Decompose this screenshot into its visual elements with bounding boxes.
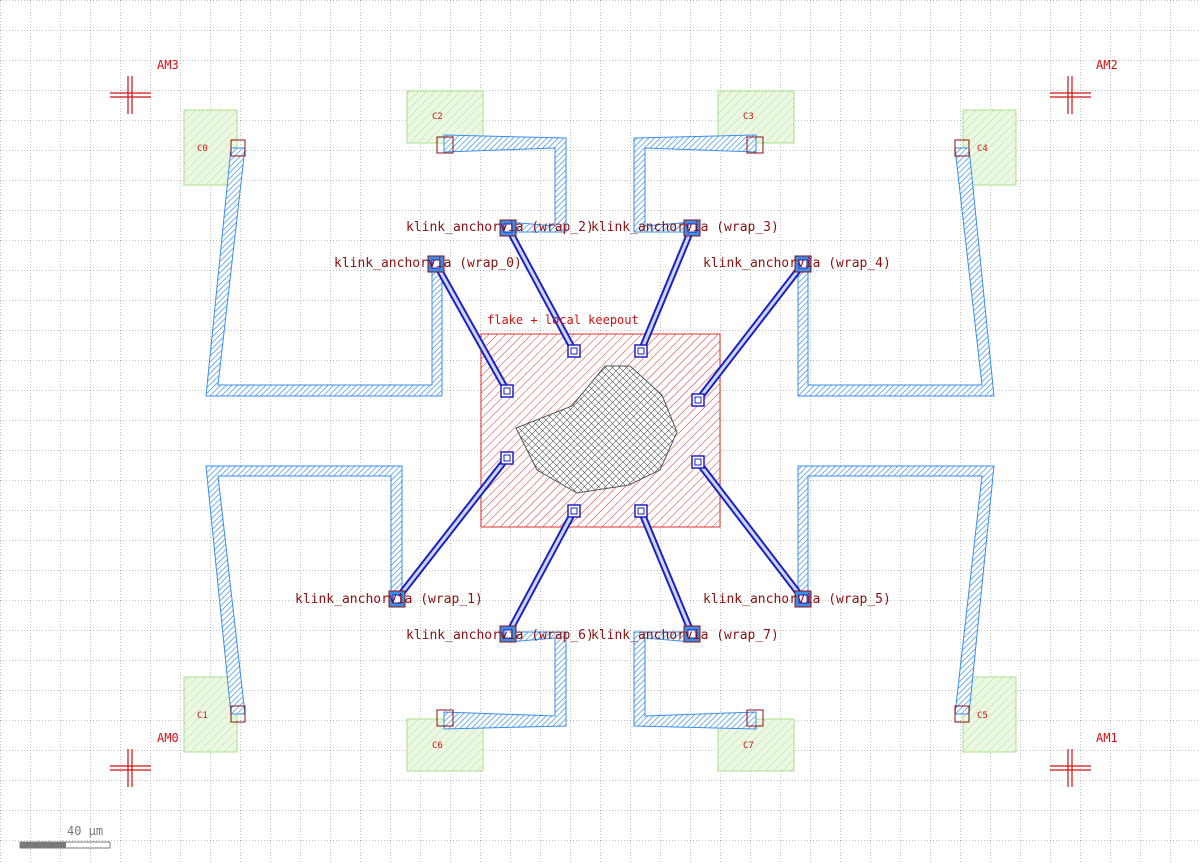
wrap-label-1: klink_anchorvia (wrap_1) <box>295 592 483 607</box>
pad-label-c3: C3 <box>743 112 754 122</box>
via-flake-2[interactable] <box>567 344 581 358</box>
pad-label-c1: C1 <box>197 711 208 721</box>
terminal-c3 <box>746 136 764 154</box>
pad-label-c4: C4 <box>977 144 988 154</box>
scale-bar-outline <box>19 841 111 849</box>
wrap-label-5: klink_anchorvia (wrap_5) <box>703 592 891 607</box>
marker-label-am3: AM3 <box>157 58 179 72</box>
terminal-c1 <box>230 705 246 723</box>
flake-via-centers <box>503 347 702 515</box>
via-flake-5[interactable] <box>691 455 705 469</box>
klink-core-wrap3 <box>639 227 694 352</box>
wrap-label-4: klink_anchorvia (wrap_4) <box>703 256 891 271</box>
terminal-c6 <box>436 709 454 727</box>
via-flake-6[interactable] <box>567 504 581 518</box>
klink-core-wrap5 <box>696 461 805 600</box>
klink-core-wrap0 <box>434 263 509 392</box>
marker-label-am2: AM2 <box>1096 58 1118 72</box>
pad-c2[interactable] <box>406 90 484 144</box>
wrap-label-6: klink_anchorvia (wrap_6) <box>406 628 594 643</box>
klink-core-wrap1 <box>395 457 509 600</box>
alignment-markers <box>110 76 1091 787</box>
marker-am0[interactable] <box>110 749 151 787</box>
via-flake-1[interactable] <box>500 451 514 465</box>
flake-polygon[interactable] <box>515 365 678 494</box>
flake-label: flake + local keepout <box>487 313 639 327</box>
scale-bar-label: 40 µm <box>67 824 103 838</box>
wrap-label-7: klink_anchorvia (wrap_7) <box>591 628 779 643</box>
via-flake-0[interactable] <box>500 384 514 398</box>
scale-bar: 40 µm <box>19 824 111 849</box>
marker-label-am1: AM1 <box>1096 731 1118 745</box>
wrap-label-3: klink_anchorvia (wrap_3) <box>591 220 779 235</box>
marker-am3[interactable] <box>110 76 151 114</box>
via-flake-4[interactable] <box>691 393 705 407</box>
wrap-label-2: klink_anchorvia (wrap_2) <box>406 220 594 235</box>
klink-core-wrap7 <box>639 510 694 635</box>
marker-am2[interactable] <box>1050 76 1091 114</box>
pad-label-c5: C5 <box>977 711 988 721</box>
marker-label-am0: AM0 <box>157 731 179 745</box>
via-flake-3[interactable] <box>634 344 648 358</box>
pads-layer <box>183 90 1017 772</box>
via-flake-7[interactable] <box>634 504 648 518</box>
klink-core-wrap2 <box>506 227 576 352</box>
pad-label-c7: C7 <box>743 741 754 751</box>
klink-core-wrap6 <box>506 510 576 635</box>
klink-core-wrap4 <box>696 263 805 401</box>
marker-am1[interactable] <box>1050 749 1091 787</box>
pad-label-c2: C2 <box>432 112 443 122</box>
terminal-c7 <box>746 709 764 727</box>
scale-bar-filled <box>20 842 66 848</box>
klink-links <box>394 226 806 636</box>
anchor-vias <box>388 219 812 643</box>
pad-terminals <box>230 136 970 727</box>
pad-label-c0: C0 <box>197 144 208 154</box>
terminal-c0 <box>230 139 246 157</box>
terminal-c4 <box>954 139 970 157</box>
wrap-label-0: klink_anchorvia (wrap_0) <box>334 256 522 271</box>
terminal-c5 <box>954 705 970 723</box>
pad-label-c6: C6 <box>432 741 443 751</box>
terminal-c2 <box>436 136 454 154</box>
